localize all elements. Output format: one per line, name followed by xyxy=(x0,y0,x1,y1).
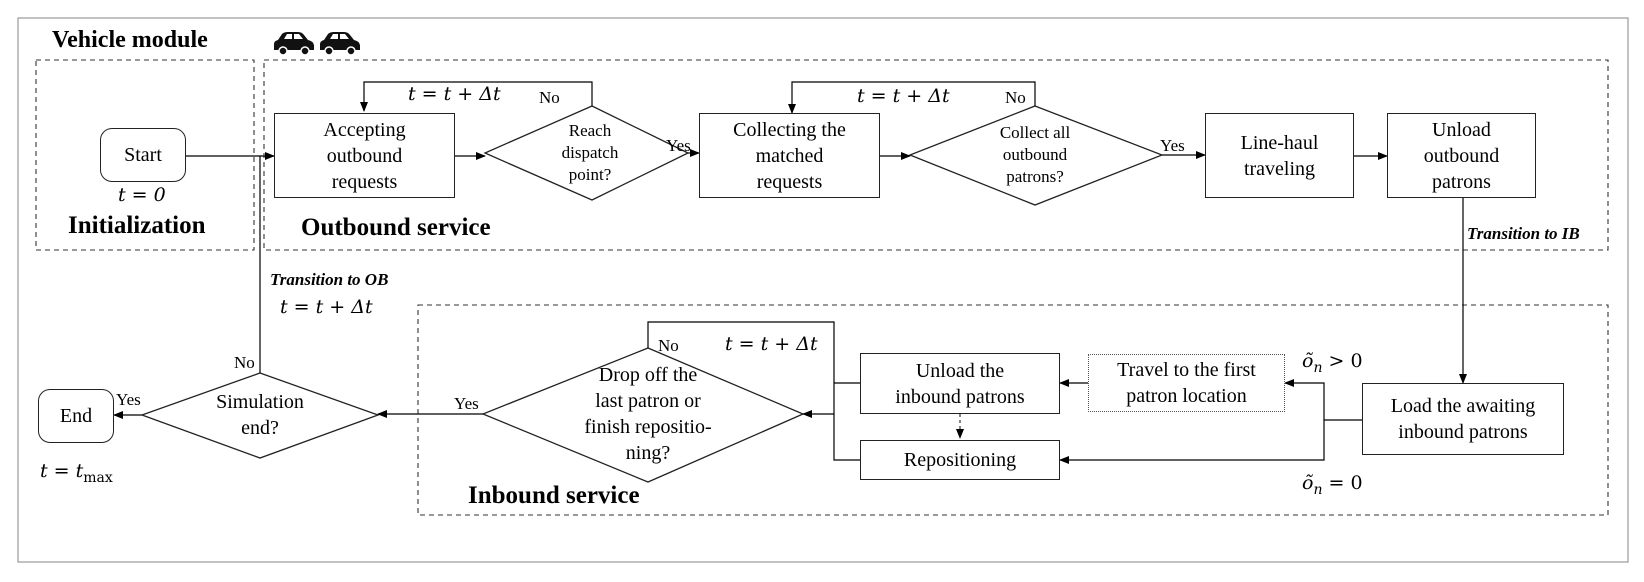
reach-no-loop xyxy=(360,81,593,112)
accepting-requests-node: Accepting outbound requests xyxy=(274,113,455,198)
unload-inbound-node: Unload the inbound patrons xyxy=(860,353,1060,414)
diagram-title: Vehicle module xyxy=(52,27,208,53)
on-equal-zero-label: õn = 0 xyxy=(1302,472,1363,498)
yes-label-drop-off: Yes xyxy=(454,394,479,413)
initialization-label: Initialization xyxy=(68,212,206,239)
collect-all-diamond xyxy=(908,105,1164,206)
delta-t-label-4: t = t + Δt xyxy=(725,333,818,355)
no-label-drop-off: No xyxy=(658,336,679,355)
delta-t-label-3: t = t + Δt xyxy=(280,296,373,318)
yes-label-collect: Yes xyxy=(1160,136,1185,155)
drop-off-text: Drop off the last patron or finish repos… xyxy=(584,364,712,464)
car-icon xyxy=(320,32,360,56)
delta-t-label-1: t = t + Δt xyxy=(408,83,501,105)
yes-label-reach: Yes xyxy=(666,136,691,155)
initialization-frame xyxy=(35,59,255,251)
end-node: End xyxy=(38,389,114,443)
inbound-label: Inbound service xyxy=(468,482,640,509)
t-zero-label: t = 0 xyxy=(118,184,166,206)
linehaul-node: Line-haul traveling xyxy=(1205,113,1354,198)
start-node: Start xyxy=(100,128,186,182)
no-label-collect: No xyxy=(1005,88,1026,107)
load-to-repositioning-arrow xyxy=(1059,420,1325,464)
t-max-label: t = tmax xyxy=(40,460,113,486)
repositioning-node: Repositioning xyxy=(860,440,1060,480)
outbound-label: Outbound service xyxy=(301,214,491,241)
load-inbound-node: Load the awaiting inbound patrons xyxy=(1362,383,1564,455)
drop-off-no-loop xyxy=(647,321,835,383)
unload-outbound-node: Unload outbound patrons xyxy=(1387,113,1536,198)
collect-all-text: Collect all outbound patrons? xyxy=(999,122,1071,187)
inbound-frame xyxy=(417,304,1609,516)
reach-dispatch-diamond xyxy=(483,105,690,201)
transition-ib-label: Transition to IB xyxy=(1467,224,1580,243)
delta-t-label-2: t = t + Δt xyxy=(857,85,950,107)
car-icon xyxy=(274,32,314,56)
no-label-sim-end: No xyxy=(234,353,255,372)
transition-ob-label: Transition to OB xyxy=(270,270,389,289)
simulation-end-diamond xyxy=(140,372,380,459)
on-greater-zero-label: õn > 0 xyxy=(1302,350,1363,376)
collect-all-no-loop xyxy=(788,81,1036,114)
reach-dispatch-text: Reach dispatch point? xyxy=(561,120,619,185)
outer-frame xyxy=(17,17,1629,563)
inbound-merge-line xyxy=(833,382,860,461)
collecting-requests-node: Collecting the matched requests xyxy=(699,113,880,198)
simulation-end-text: Simulation end? xyxy=(216,391,304,439)
drop-off-diamond xyxy=(481,347,805,483)
no-label-reach: No xyxy=(539,88,560,107)
travel-first-patron-node: Travel to the first patron location xyxy=(1088,354,1285,412)
load-to-travel-arrow xyxy=(1284,379,1362,421)
yes-label-sim-end: Yes xyxy=(116,390,141,409)
outbound-frame xyxy=(263,59,1609,251)
